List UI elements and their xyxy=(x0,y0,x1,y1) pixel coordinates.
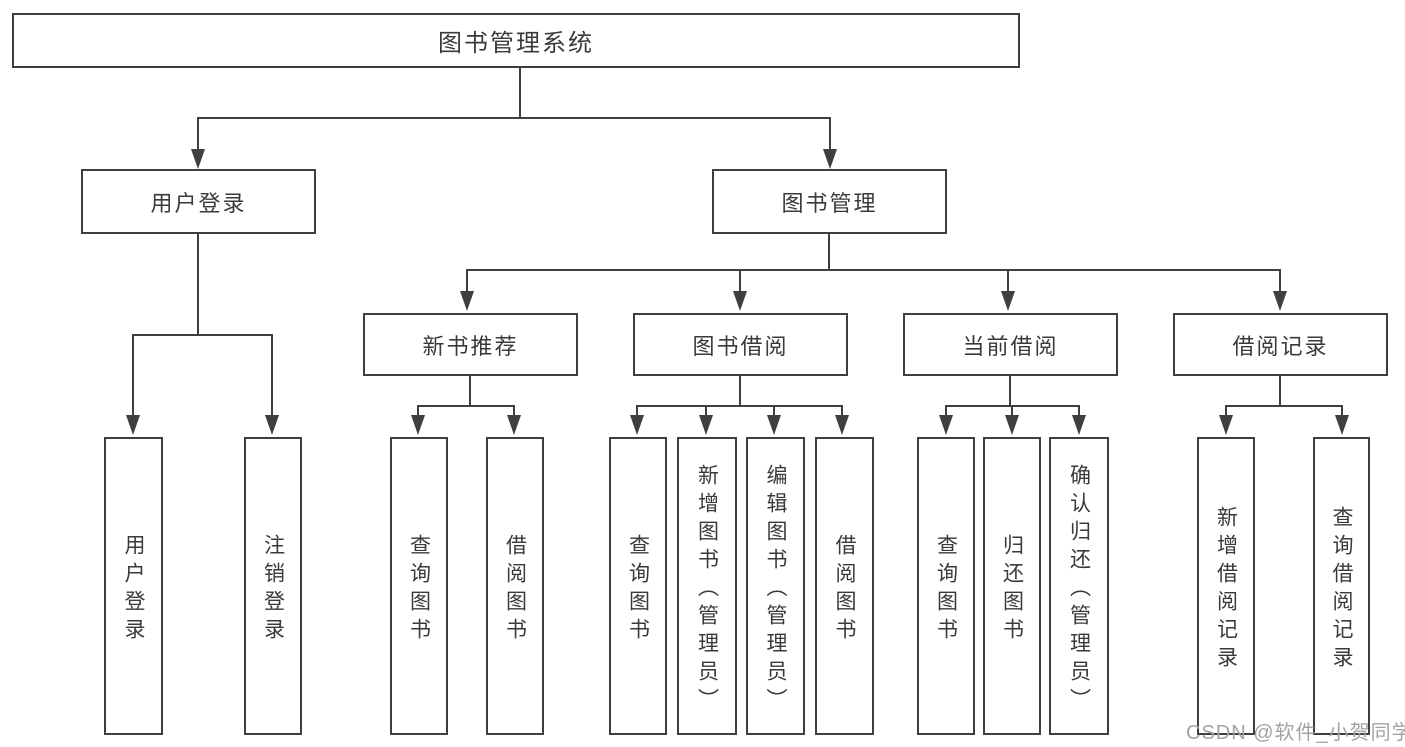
connector-book-mgmt-split xyxy=(466,269,1281,271)
connector-leaf xyxy=(841,405,843,417)
arrow-down-icon xyxy=(191,149,205,169)
connector-newbook-stem xyxy=(469,376,471,406)
connector-user-login-split xyxy=(132,334,273,336)
node-current-query-books: 查询图书 xyxy=(917,437,975,735)
node-book-management: 图书管理 xyxy=(712,169,947,234)
connector-leaf xyxy=(1225,405,1227,417)
node-current-borrowing: 当前借阅 xyxy=(903,313,1118,376)
arrow-down-icon xyxy=(699,415,713,435)
connector-to-current-borrowing xyxy=(1007,269,1009,293)
arrow-down-icon xyxy=(1005,415,1019,435)
node-user-login: 用户登录 xyxy=(81,169,316,234)
connector-borrowing-split xyxy=(636,405,843,407)
node-current-return-books: 归还图书 xyxy=(983,437,1041,735)
connector-to-logout-action xyxy=(271,334,273,416)
connector-leaf xyxy=(513,405,515,417)
arrow-down-icon xyxy=(939,415,953,435)
arrow-down-icon xyxy=(630,415,644,435)
node-new-book-recommendation: 新书推荐 xyxy=(363,313,578,376)
arrow-down-icon xyxy=(767,415,781,435)
node-borrowing-query-books: 查询图书 xyxy=(609,437,667,735)
node-newbook-query-books: 查询图书 xyxy=(390,437,448,735)
arrow-down-icon xyxy=(1072,415,1086,435)
node-logout-action: 注销登录 xyxy=(244,437,302,735)
arrow-down-icon xyxy=(507,415,521,435)
arrow-down-icon xyxy=(265,415,279,435)
connector-leaf xyxy=(636,405,638,417)
connector-leaf xyxy=(945,405,947,417)
node-borrowing-borrow-books: 借阅图书 xyxy=(815,437,874,735)
connector-to-user-login-action xyxy=(132,334,134,416)
connector-leaf xyxy=(1341,405,1343,417)
arrow-down-icon xyxy=(411,415,425,435)
connector-leaf xyxy=(417,405,419,417)
node-borrowing-add-books-admin: 新增图书（管理员） xyxy=(677,437,737,735)
node-records-add-record: 新增借阅记录 xyxy=(1197,437,1255,735)
arrow-down-icon xyxy=(1219,415,1233,435)
connector-leaf xyxy=(705,405,707,417)
csdn-watermark: CSDN @软件_小贺同学 xyxy=(1186,722,1405,744)
connector-leaf xyxy=(1078,405,1080,417)
connector-leaf xyxy=(1011,405,1013,417)
arrow-down-icon xyxy=(733,291,747,311)
connector-records-split xyxy=(1225,405,1343,407)
connector-newbook-split xyxy=(417,405,515,407)
arrow-down-icon xyxy=(1001,291,1015,311)
connector-book-mgmt-stem xyxy=(828,234,830,271)
node-library-management-system: 图书管理系统 xyxy=(12,13,1020,68)
connector-records-stem xyxy=(1279,376,1281,406)
arrow-down-icon xyxy=(1335,415,1349,435)
connector-root-split xyxy=(197,117,831,119)
connector-root-stem xyxy=(519,68,521,118)
arrow-down-icon xyxy=(823,149,837,169)
connector-to-book-borrowing xyxy=(739,269,741,293)
node-borrowing-records: 借阅记录 xyxy=(1173,313,1388,376)
connector-to-borrowing-records xyxy=(1279,269,1281,293)
node-current-confirm-return-admin: 确认归还（管理员） xyxy=(1049,437,1109,735)
connector-current-stem xyxy=(1009,376,1011,406)
connector-borrowing-stem xyxy=(739,376,741,406)
connector-to-book-management xyxy=(829,117,831,150)
arrow-down-icon xyxy=(460,291,474,311)
node-user-login-action: 用户登录 xyxy=(104,437,163,735)
node-book-borrowing: 图书借阅 xyxy=(633,313,848,376)
node-borrowing-edit-books-admin: 编辑图书（管理员） xyxy=(746,437,805,735)
node-newbook-borrow-books: 借阅图书 xyxy=(486,437,544,735)
arrow-down-icon xyxy=(835,415,849,435)
connector-to-user-login xyxy=(197,117,199,150)
node-records-query-record: 查询借阅记录 xyxy=(1313,437,1370,735)
arrow-down-icon xyxy=(1273,291,1287,311)
arrow-down-icon xyxy=(126,415,140,435)
connector-leaf xyxy=(773,405,775,417)
connector-to-new-books xyxy=(466,269,468,293)
connector-user-login-stem xyxy=(197,234,199,335)
